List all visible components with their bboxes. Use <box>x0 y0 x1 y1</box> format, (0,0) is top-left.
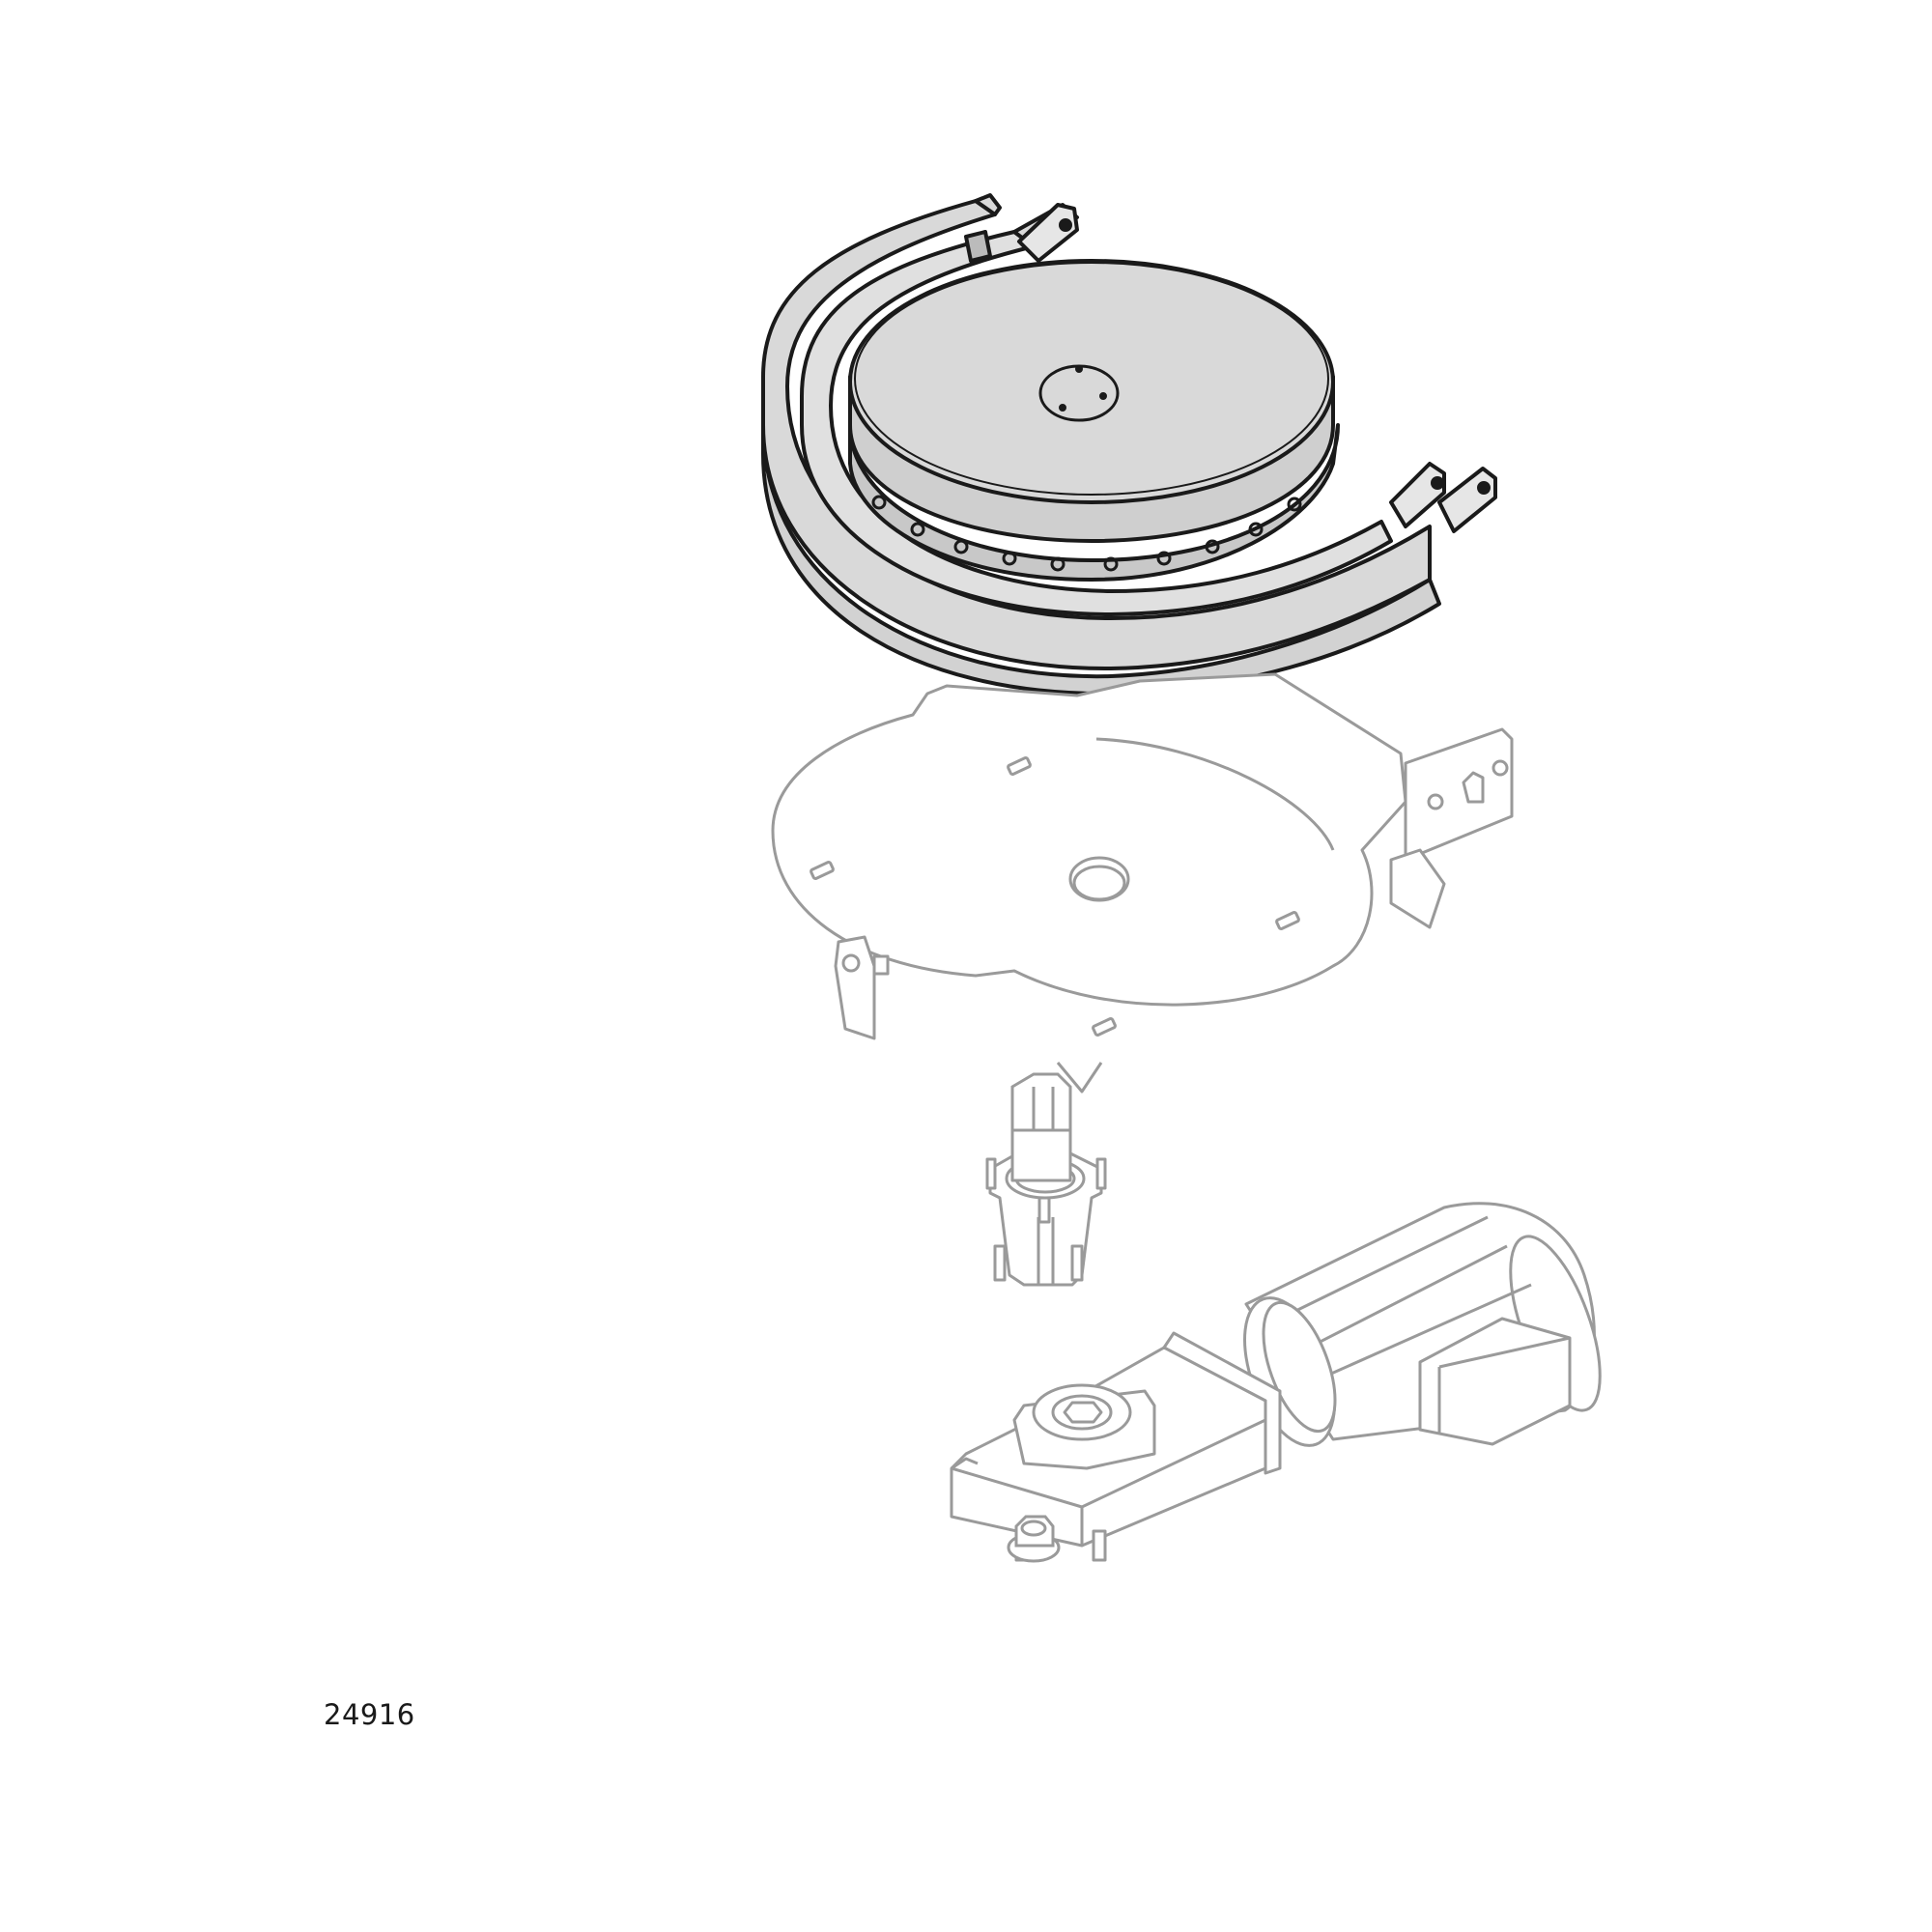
flange-nut <box>1007 1515 1061 1563</box>
curve-turntable-assembly <box>761 193 1497 696</box>
mounting-plate <box>771 672 1514 1094</box>
gear-motor <box>950 1202 1602 1562</box>
figure-id-label: 24916 <box>324 1698 415 1731</box>
bearing-housing <box>985 1128 1107 1287</box>
